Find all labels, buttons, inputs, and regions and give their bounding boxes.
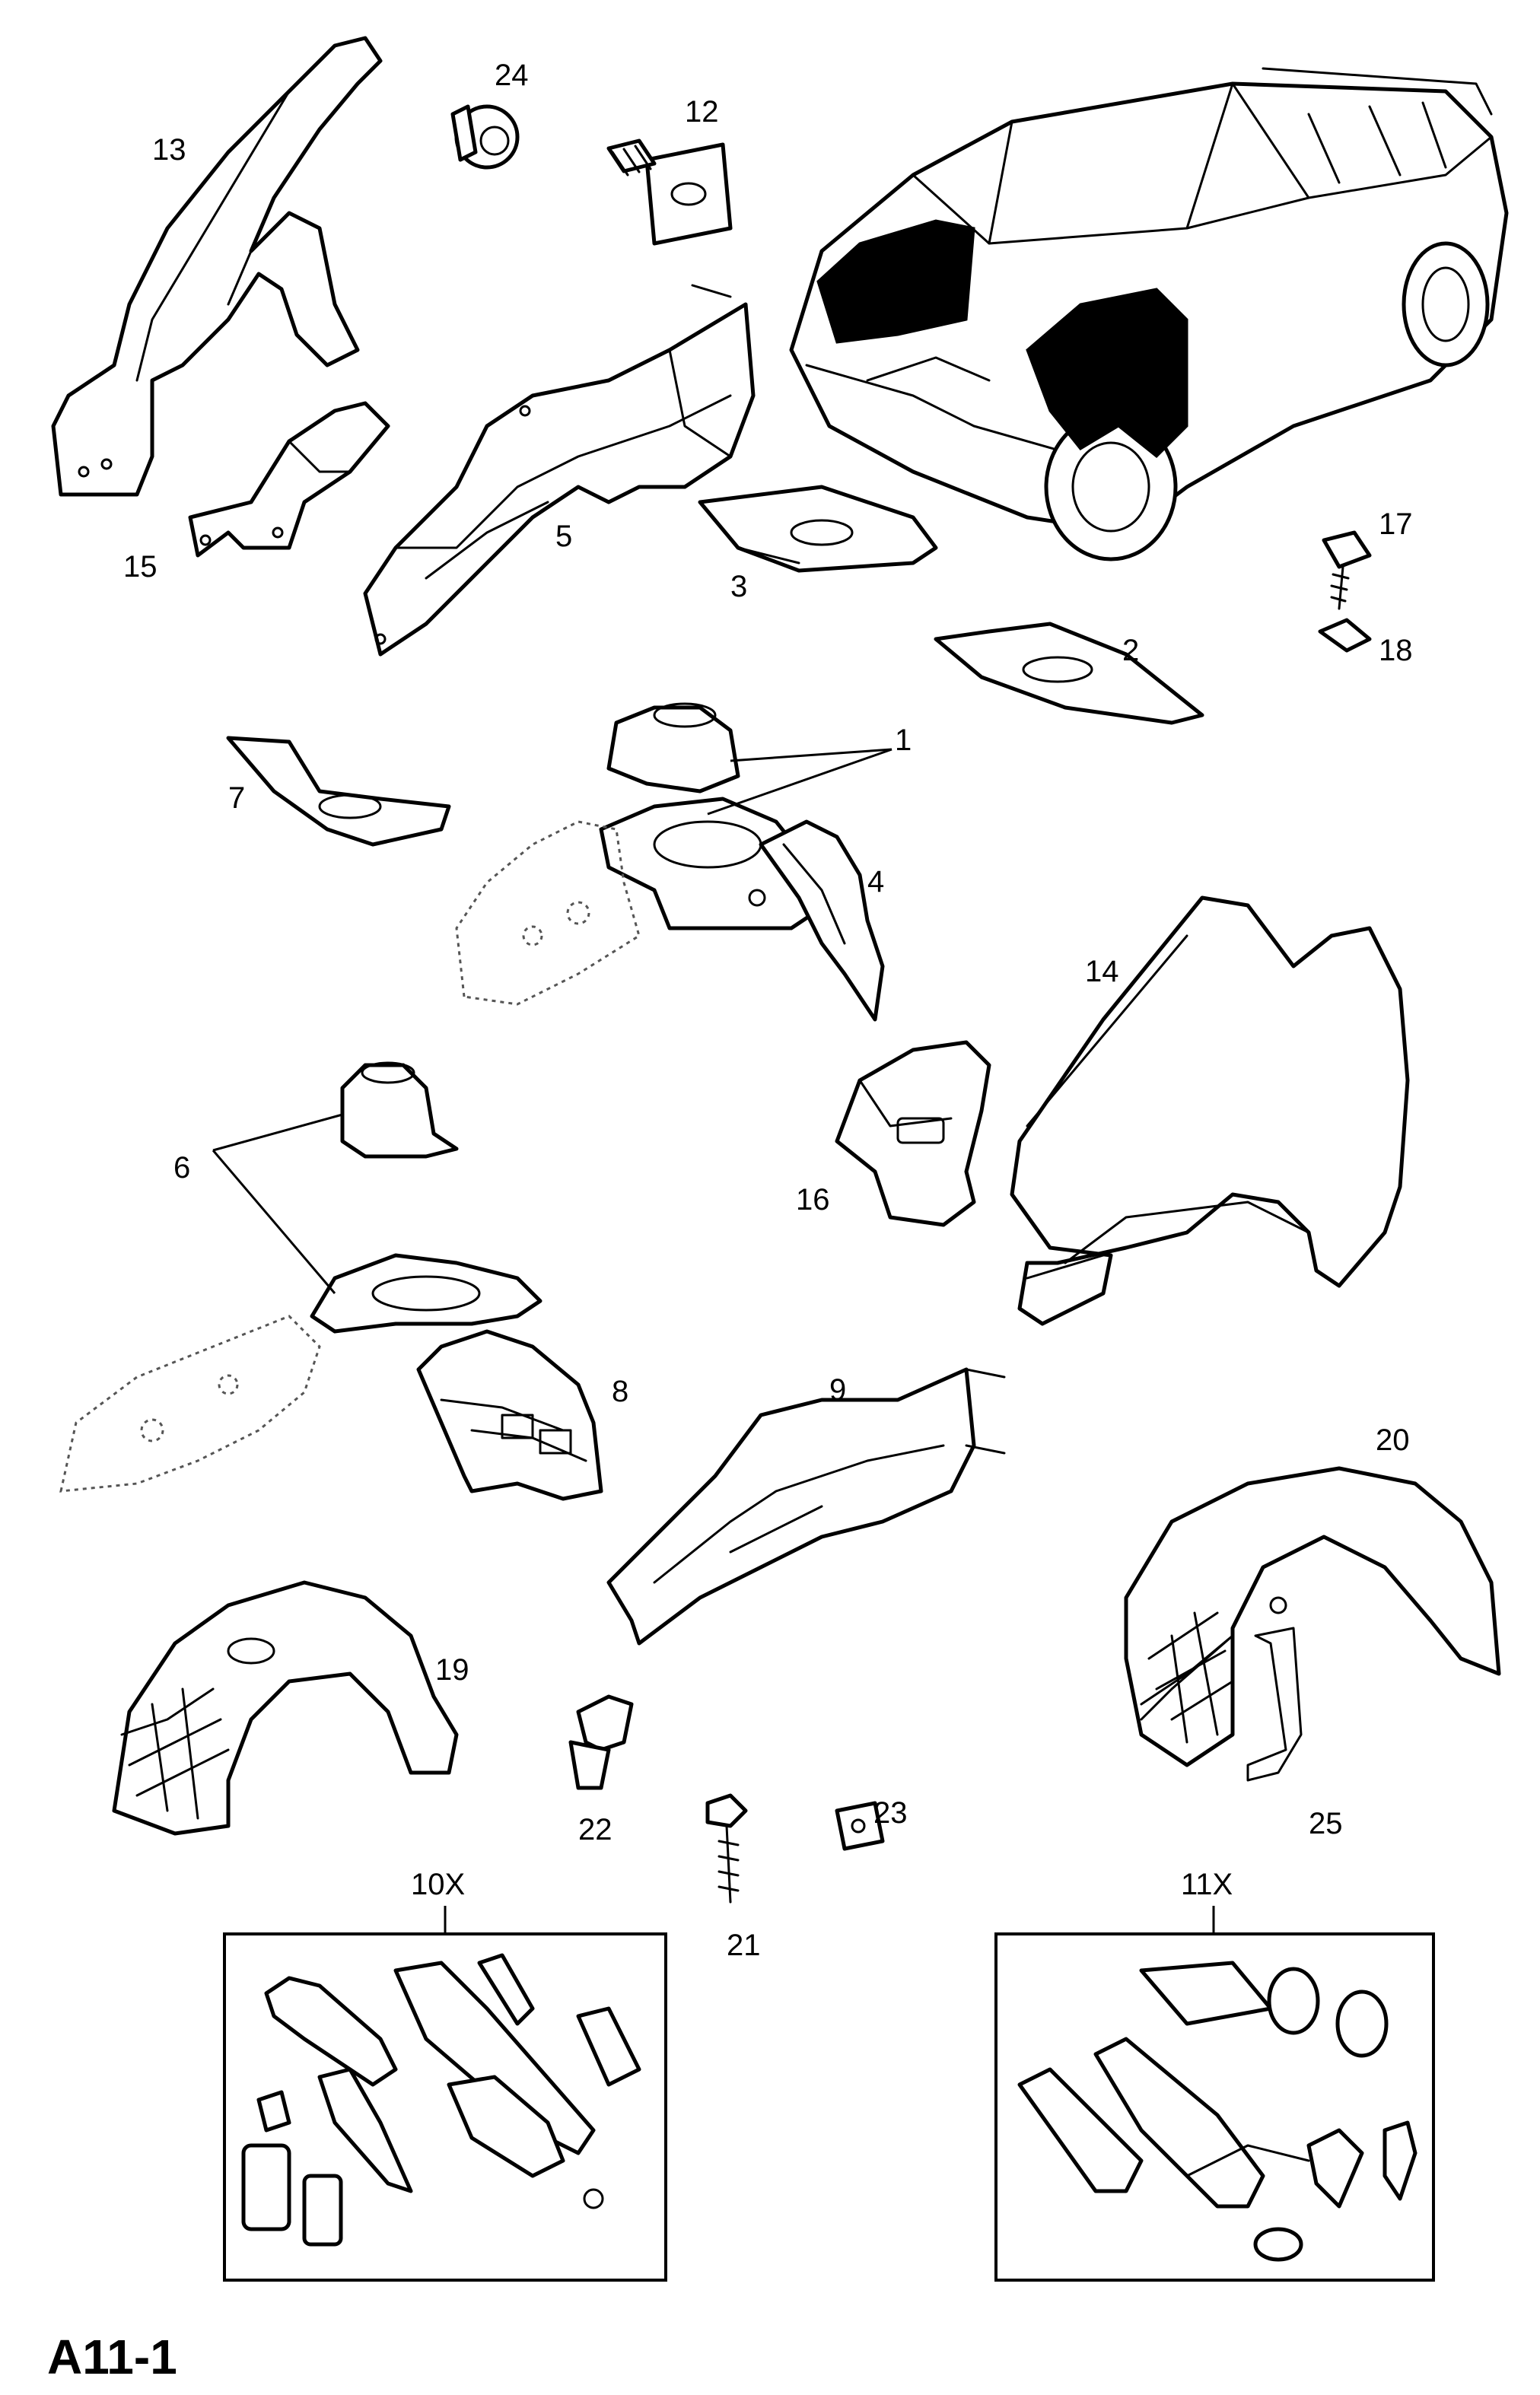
- callout-15: 15: [123, 550, 158, 584]
- callout-8: 8: [612, 1375, 628, 1408]
- callout-5: 5: [555, 520, 572, 553]
- callout-13: 13: [152, 133, 186, 167]
- callout-23: 23: [873, 1796, 908, 1830]
- callout-3: 3: [730, 570, 747, 603]
- callout-9: 9: [829, 1373, 846, 1407]
- callout-21: 21: [727, 1929, 761, 1962]
- leader-6a: [212, 1113, 343, 1152]
- highlight-front-left-housing: [816, 219, 975, 344]
- ghost-body-panel-6: [59, 1315, 321, 1493]
- part-9-inner-member: [606, 1367, 1006, 1646]
- callout-2: 2: [1122, 634, 1139, 667]
- part-19-arch-liner: [112, 1580, 459, 1836]
- part-21-bolt: [705, 1793, 748, 1904]
- part-14-front-wing: [1010, 895, 1410, 1326]
- callout-20: 20: [1376, 1423, 1410, 1457]
- leader-1a: [730, 748, 892, 762]
- callout-19: 19: [435, 1653, 469, 1687]
- kit-label-10x: 10X: [411, 1868, 465, 1901]
- leader-6b: [212, 1150, 336, 1294]
- leader-1b: [707, 748, 892, 816]
- kit-box-11x: [994, 1932, 1435, 2282]
- kit-box-10x: [223, 1932, 667, 2282]
- part-8-wheel-arch: [416, 1329, 603, 1501]
- part-20-arch-liner: [1124, 1466, 1501, 1767]
- part-5-wheelhouse-member: [363, 284, 756, 657]
- callout-14: 14: [1085, 955, 1119, 988]
- callout-12: 12: [685, 95, 719, 129]
- callout-labels: 24 12 13 15 5 3 17 18 2 1 7 4 14 6 16 8 …: [123, 59, 1413, 1962]
- part-4-bracket: [759, 819, 885, 1022]
- callout-18: 18: [1379, 634, 1413, 667]
- part-2-panel: [934, 622, 1204, 725]
- callout-16: 16: [796, 1183, 830, 1217]
- kit-label-11x: 11X: [1181, 1868, 1233, 1901]
- callout-7: 7: [228, 781, 245, 815]
- part-17-screw: [1322, 530, 1372, 610]
- part-18-nut: [1318, 618, 1372, 653]
- part-7-panel: [226, 736, 451, 847]
- callout-1: 1: [895, 724, 912, 757]
- leader-lines: [212, 748, 892, 1294]
- part-24-clip: [450, 104, 520, 170]
- vehicle-illustration: [789, 67, 1509, 561]
- callout-4: 4: [867, 865, 884, 899]
- part-25-mud-flap: [1246, 1627, 1303, 1782]
- part-23-nut-plate: [835, 1801, 885, 1851]
- part-13-pillar-reinforcement: [51, 36, 383, 497]
- part-3-panel: [698, 485, 938, 573]
- callout-25: 25: [1309, 1807, 1343, 1840]
- part-6-strut-tower: [340, 1061, 459, 1159]
- highlight-front-right-housing: [1026, 288, 1188, 459]
- diagram-code: A11-1: [47, 2330, 177, 2384]
- part-16-bracket: [835, 1040, 991, 1227]
- ghost-body-panel-1: [455, 820, 641, 1006]
- part-6-housing: [310, 1253, 542, 1334]
- callout-22: 22: [578, 1813, 612, 1846]
- callout-24: 24: [495, 59, 529, 92]
- part-1-strut-tower: [606, 702, 740, 794]
- callout-6: 6: [173, 1151, 190, 1185]
- callout-17: 17: [1379, 507, 1413, 541]
- part-22-plug: [568, 1694, 634, 1790]
- part-12-spring-clip: [606, 138, 733, 246]
- part-15-bracket: [188, 401, 390, 558]
